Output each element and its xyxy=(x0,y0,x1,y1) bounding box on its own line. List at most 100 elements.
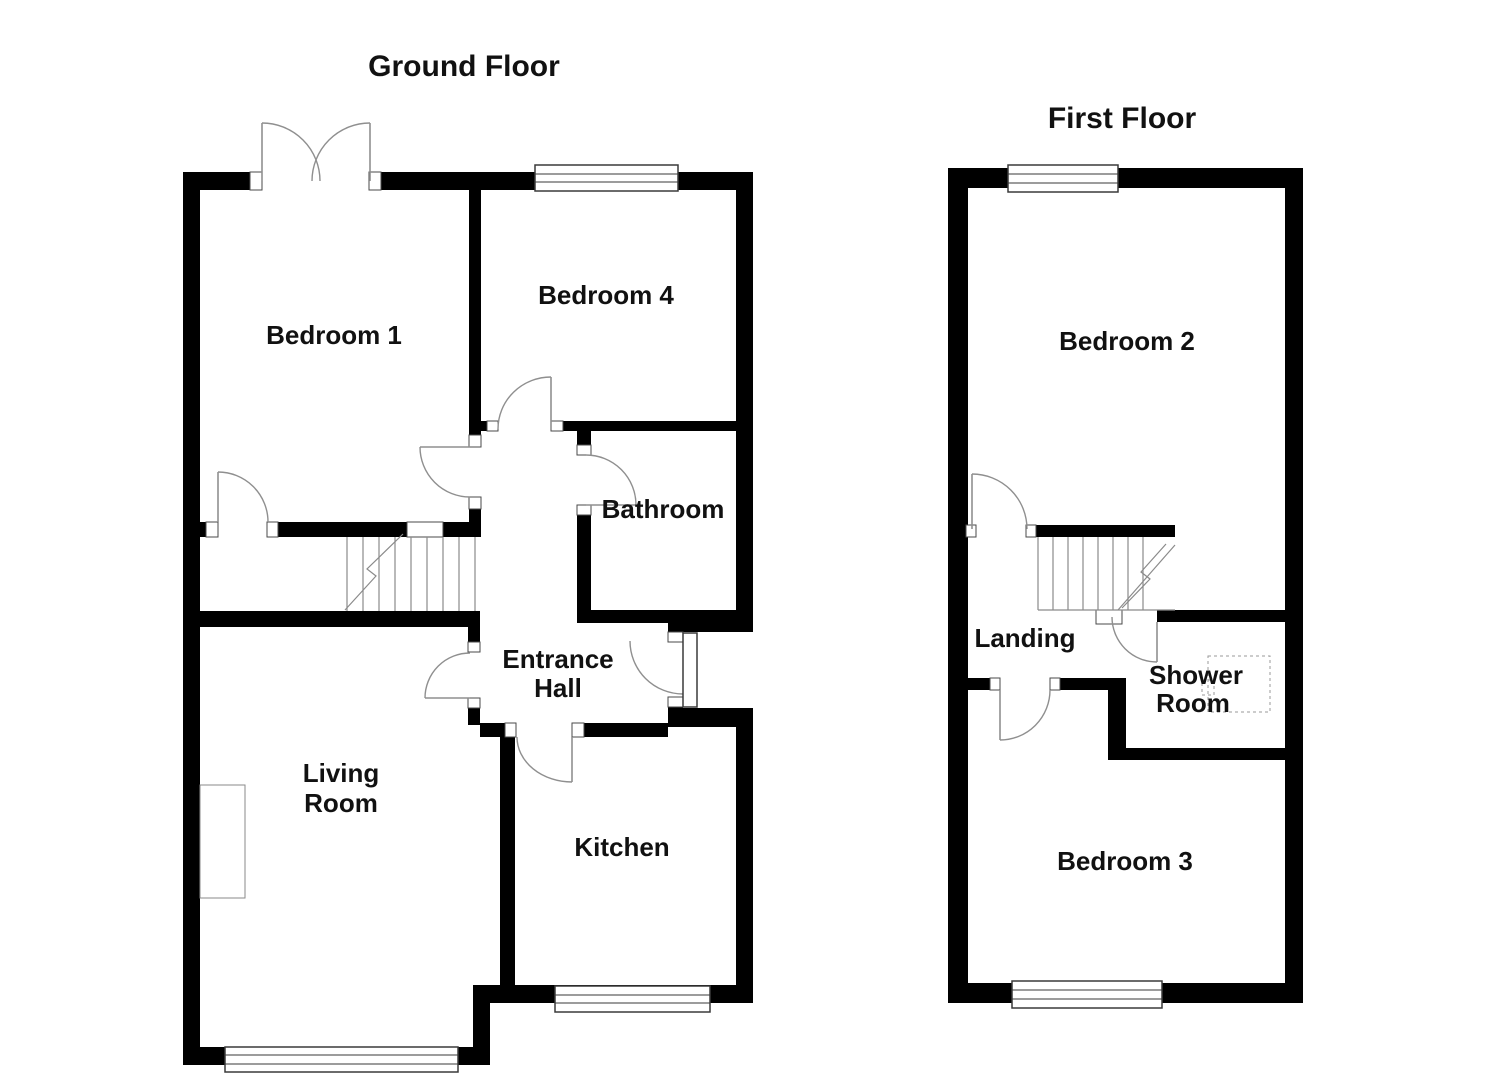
jamb xyxy=(205,521,219,538)
jamb xyxy=(468,434,482,448)
room-label-bedroom2: Bedroom 2 xyxy=(1059,326,1195,356)
ground-floor-jambs xyxy=(205,171,684,738)
bathroom-door xyxy=(585,454,637,506)
jamb xyxy=(1025,524,1037,538)
room-label-entrance-hall-line1: Entrance xyxy=(502,644,613,674)
wall-shower-top xyxy=(1157,610,1285,622)
wall-right-exterior-lower xyxy=(736,727,753,1003)
wall-bedroom1-divider-upper xyxy=(469,190,481,435)
room-label-bedroom3: Bedroom 3 xyxy=(1057,846,1193,876)
ground-floor-stairs xyxy=(344,533,476,611)
room-label-living-room-line1: Living xyxy=(303,758,380,788)
wall-ff-right-exterior xyxy=(1285,168,1303,1003)
living-room-door xyxy=(424,652,471,699)
wall-bedroom2-bottom xyxy=(1036,525,1175,537)
room-label-shower-room-line2: Room xyxy=(1156,688,1230,718)
front-door xyxy=(629,632,698,708)
bedroom2-door xyxy=(971,473,1028,530)
wall-top-right xyxy=(678,172,753,190)
ground-floor-labels: Bedroom 1 Bedroom 4 Bathroom Entrance Ha… xyxy=(266,280,724,862)
wall-bathroom-left-upper xyxy=(577,421,591,445)
jamb xyxy=(467,641,481,653)
jamb xyxy=(266,521,279,538)
wall-bedroom1-bottom-mid xyxy=(278,522,407,537)
room-label-kitchen: Kitchen xyxy=(574,832,669,862)
wall-bedroom4-bottom xyxy=(563,421,736,431)
first-floor-walls xyxy=(948,168,1303,1003)
first-floor-labels: Bedroom 2 Landing Shower Room Bedroom 3 xyxy=(974,326,1243,876)
wall-ff-left-exterior xyxy=(948,168,968,1003)
jamb xyxy=(467,697,481,709)
wall-shower-bottom xyxy=(1108,748,1285,760)
wall-bedroom4-bottom-nub xyxy=(481,421,487,431)
jamb xyxy=(468,496,482,510)
room-label-living-room-line2: Room xyxy=(304,788,378,818)
wall-top-bedroom1-left xyxy=(183,172,250,190)
wall-corridor-bottom xyxy=(183,611,470,627)
wall-shower-left xyxy=(1108,678,1126,760)
wall-bedroom1-divider-lower xyxy=(469,509,481,537)
ground-floor-plan: Ground Floor xyxy=(183,50,753,1073)
wall-hall-bottom-left xyxy=(480,723,505,737)
bedroom3-door xyxy=(999,689,1051,741)
stairs-up-arrow xyxy=(344,533,404,611)
first-floor-jambs xyxy=(965,524,1123,691)
wall-landing-bedroom3-right xyxy=(1060,678,1108,690)
kitchen-window xyxy=(554,985,711,1013)
first-floor-doors xyxy=(971,473,1158,741)
living-room-window xyxy=(224,1046,459,1073)
ground-floor-windows xyxy=(224,164,711,1073)
jamb xyxy=(667,696,684,708)
first-floor-title: First Floor xyxy=(1048,102,1197,135)
wall-entry-bay-bottom xyxy=(668,708,753,727)
stair-bottom-opening xyxy=(1095,609,1123,625)
wall-top-middle xyxy=(381,172,535,190)
room-label-bathroom: Bathroom xyxy=(602,494,725,524)
stair-top-opening xyxy=(406,521,444,538)
wall-living-hall-upper xyxy=(468,611,480,642)
wall-hall-bottom-right xyxy=(584,723,668,737)
wall-bedroom1-bottom-left xyxy=(183,522,206,537)
wall-right-exterior-upper xyxy=(736,172,753,613)
first-floor-plan: First Floor xyxy=(948,102,1303,1009)
jamb xyxy=(965,524,977,538)
jamb xyxy=(576,504,592,516)
jamb xyxy=(576,444,592,456)
wall-living-hall-lower xyxy=(468,708,480,725)
bedroom1-hall-door xyxy=(419,446,471,498)
wall-entry-bay-top xyxy=(670,612,753,632)
first-floor-stairs xyxy=(1037,537,1176,611)
room-label-landing: Landing xyxy=(974,623,1075,653)
bedroom3-window xyxy=(1011,980,1163,1009)
room-label-bedroom4: Bedroom 4 xyxy=(538,280,674,310)
kitchen-door xyxy=(516,736,573,783)
wall-bathroom-left-lower xyxy=(577,515,591,610)
french-doors xyxy=(261,122,371,182)
wall-landing-bedroom3-left xyxy=(948,678,990,690)
jamb xyxy=(989,677,1001,691)
jamb xyxy=(249,171,263,191)
jamb xyxy=(667,631,684,643)
bedroom2-window xyxy=(1007,164,1119,193)
jamb xyxy=(486,420,499,432)
bedroom4-window xyxy=(534,164,679,192)
wall-ff-top-exterior xyxy=(948,168,1303,188)
jamb xyxy=(550,420,564,432)
jamb xyxy=(504,722,517,738)
wall-step-vertical xyxy=(473,985,490,1065)
room-label-entrance-hall-line2: Hall xyxy=(534,673,582,703)
jamb xyxy=(368,171,382,191)
shower-tray xyxy=(1201,655,1271,713)
ground-floor-title: Ground Floor xyxy=(368,50,560,83)
bedroom1-corridor-door xyxy=(217,471,269,523)
room-label-bedroom1: Bedroom 1 xyxy=(266,320,402,350)
stairs-up-arrow xyxy=(1121,543,1167,609)
ground-floor-doors xyxy=(217,122,698,783)
chimney-breast xyxy=(199,784,246,899)
wall-kitchen-left xyxy=(500,733,515,985)
wall-bedroom1-bottom-right xyxy=(443,522,470,537)
jamb xyxy=(1049,677,1061,691)
first-floor-windows xyxy=(1007,164,1163,1009)
shower-room-door xyxy=(1111,616,1158,663)
